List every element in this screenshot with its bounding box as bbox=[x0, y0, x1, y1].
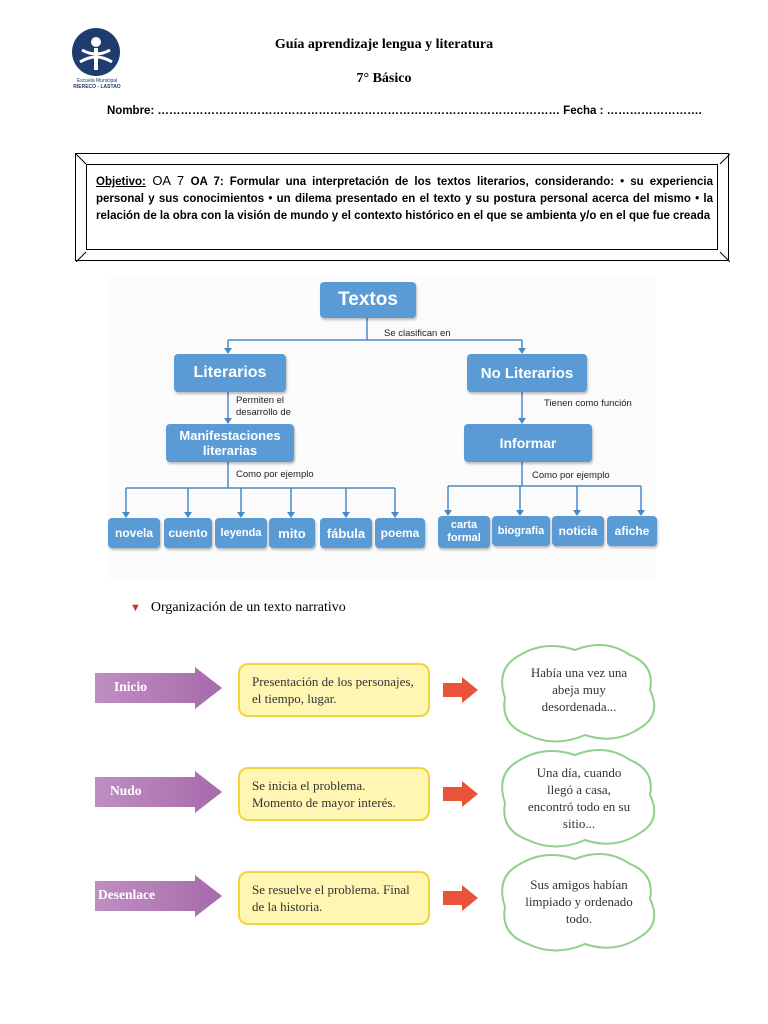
logo-text-line2: RIERECO - LASTAO bbox=[73, 84, 121, 90]
objective-text: Objetivo: OA 7 OA 7: Formular una interp… bbox=[96, 172, 713, 225]
stage-label-inicio: Inicio bbox=[114, 679, 148, 694]
stage-arrow-desenlace bbox=[95, 875, 222, 917]
stage-label-desenlace: Desenlace bbox=[98, 887, 155, 902]
orange-arrow-3 bbox=[443, 885, 478, 911]
stage-arrow-inicio bbox=[95, 667, 222, 709]
node-no-literarios: No Literarios bbox=[467, 354, 587, 392]
stage-label-nudo: Nudo bbox=[110, 783, 142, 798]
example-novela: novela bbox=[108, 518, 160, 548]
node-textos: Textos bbox=[320, 282, 416, 318]
orange-arrow-2 bbox=[443, 781, 478, 807]
example-mito: mito bbox=[269, 518, 315, 548]
link-ejemplo-literarios: Como por ejemplo bbox=[236, 469, 314, 480]
example-cloud-1 bbox=[501, 644, 656, 743]
narrative-heading: ▼ Organización de un texto narrativo bbox=[130, 600, 346, 616]
narrative-heading-text: Organización de un texto narrativo bbox=[150, 600, 346, 615]
example-noticia: noticia bbox=[552, 516, 604, 546]
objective-label: Objetivo: bbox=[96, 176, 146, 188]
node-informar: Informar bbox=[464, 424, 592, 462]
example-cloud-3 bbox=[501, 853, 656, 952]
stage-arrow-nudo bbox=[95, 771, 222, 813]
bullet-arrow-icon: ▼ bbox=[130, 602, 141, 614]
school-logo: Escuela Municipal RIERECO - LASTAO bbox=[68, 28, 130, 92]
description-box-inicio: Presentación de los personajes, el tiemp… bbox=[238, 663, 430, 717]
node-literarios: Literarios bbox=[174, 354, 286, 392]
link-se-clasifican: Se clasifican en bbox=[384, 328, 451, 339]
link-tienen-funcion: Tienen como función bbox=[544, 398, 632, 409]
node-manifestaciones: Manifestaciones literarias bbox=[166, 424, 294, 462]
example-cuento: cuento bbox=[164, 518, 212, 548]
concept-map: Textos Se clasifican en Literarios No Li… bbox=[108, 278, 657, 578]
example-cloud-2 bbox=[501, 749, 656, 848]
link-permiten: Permiten el desarrollo de bbox=[236, 395, 291, 418]
objective-box: Objetivo: OA 7 OA 7: Formular una interp… bbox=[75, 153, 730, 262]
example-leyenda: leyenda bbox=[215, 518, 267, 548]
example-poema: poema bbox=[375, 518, 425, 548]
example-fabula: fábula bbox=[320, 518, 372, 548]
objective-code: OA 7 bbox=[145, 173, 191, 188]
example-text-desenlace: Sus amigos habían limpiado y ordenado to… bbox=[525, 877, 633, 926]
example-carta-formal: carta formal bbox=[438, 516, 490, 548]
objective-body: OA 7: Formular una interpretación de los… bbox=[96, 176, 713, 222]
link-ejemplo-no-literarios: Como por ejemplo bbox=[532, 470, 610, 481]
example-text-nudo: Una día, cuando llegó a casa, encontró t… bbox=[527, 765, 631, 831]
page-title: Guía aprendizaje lengua y literatura bbox=[274, 37, 494, 52]
example-text-inicio: Había una vez una abeja muy desordenada.… bbox=[530, 665, 628, 714]
name-date-fields: Nombre: ……………………………………………………………………………………… bbox=[107, 105, 702, 117]
logo-text-line1: Escuela Municipal bbox=[77, 78, 117, 84]
description-box-desenlace: Se resuelve el problema. Final de la his… bbox=[238, 871, 430, 925]
example-biografia: biografía bbox=[492, 516, 550, 546]
orange-arrow-1 bbox=[443, 677, 478, 703]
grade-label: 7° Básico bbox=[356, 71, 412, 86]
description-box-nudo: Se inicia el problema. Momento de mayor … bbox=[238, 767, 430, 821]
example-afiche: afiche bbox=[607, 516, 657, 546]
